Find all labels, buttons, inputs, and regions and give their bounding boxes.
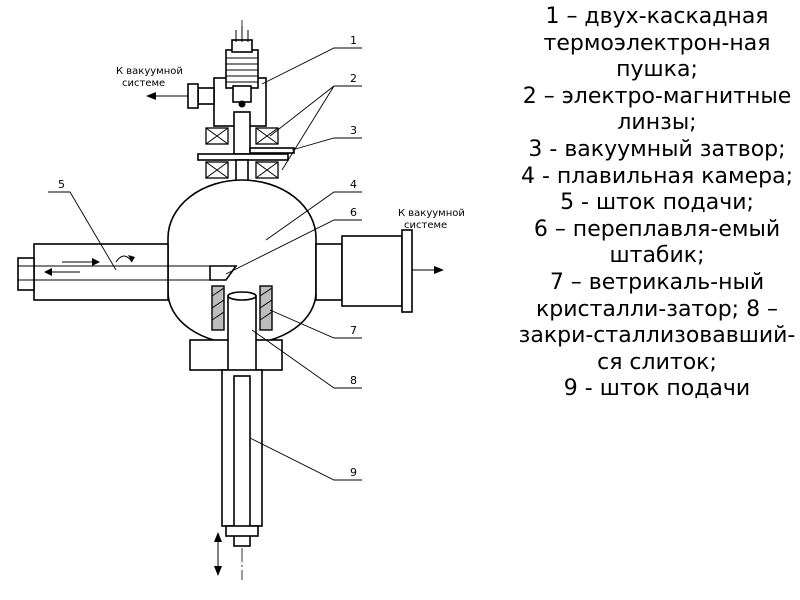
vacuum-connection-left: К вакуумной системе	[116, 66, 188, 100]
legend-item-2: 2 – электро-магнитные линзы;	[522, 83, 792, 136]
ingot-top	[227, 291, 257, 301]
chamber-right-arm-collar	[315, 243, 343, 301]
callout-8: 8	[350, 374, 357, 387]
leader-3	[291, 137, 362, 151]
legend-item-3: 3 - вакуумный затвор;	[528, 136, 786, 162]
electron-beam-melting-diagram: К вакуумной системе	[17, 20, 465, 580]
remelted-bar-tip	[209, 265, 238, 281]
lower-stem-flange	[225, 525, 259, 537]
vacuum-gate	[249, 147, 295, 154]
gun-pump-port	[197, 87, 215, 105]
leader-5	[48, 191, 117, 271]
ingot	[227, 291, 257, 377]
vacuum-label-right-line2: системе	[404, 220, 447, 231]
callout-1: 1	[350, 34, 357, 47]
leader-4	[265, 191, 362, 241]
leader-8	[251, 329, 362, 389]
vacuum-connection-right: К вакуумной системе	[398, 208, 465, 274]
callout-numbers: 1 2 3 4 5 6 7 8 9	[58, 34, 357, 479]
callout-5: 5	[58, 178, 65, 191]
withdrawal-rod	[233, 375, 251, 547]
crystallizer	[211, 285, 273, 331]
callout-2: 2	[350, 72, 357, 85]
lower-stem	[214, 369, 263, 576]
gun-neck	[233, 111, 251, 155]
legend-item-9: 9 - шток подачи	[563, 376, 751, 402]
leader-lines	[48, 47, 362, 481]
ingot-body	[227, 295, 257, 377]
callout-3: 3	[350, 124, 357, 137]
leader-7	[269, 309, 362, 339]
lens-plate	[197, 153, 289, 161]
leader-2	[269, 85, 362, 171]
callout-6: 6	[350, 206, 357, 219]
callout-9: 9	[350, 466, 357, 479]
vacuum-label-left-line1: К вакуумной	[116, 66, 183, 77]
legend-item-7-8: 7 – ветрикаль-ный кристалли-затор; 8 – з…	[518, 269, 796, 375]
legend-item-1: 1 – двух-каскадная термоэлектрон-ная пуш…	[543, 4, 771, 83]
callout-4: 4	[350, 178, 357, 191]
electron-gun	[187, 26, 267, 155]
chamber-right-flange	[401, 229, 413, 313]
vacuum-label-right-line1: К вакуумной	[398, 208, 465, 219]
leader-9	[249, 437, 362, 481]
feed-rod-guide	[17, 257, 35, 291]
legend-item-6: 6 – переплавля-емый штабик;	[533, 216, 781, 269]
leader-1	[261, 47, 362, 85]
gun-cathode	[232, 85, 252, 103]
leader-6	[225, 219, 362, 275]
chamber-right-arm	[341, 235, 403, 307]
gun-pump-flange	[187, 83, 199, 109]
feed-rod-assembly	[18, 255, 238, 281]
callout-7: 7	[350, 324, 357, 337]
component-legend: 1 – двух-каскадная термоэлектрон-ная пуш…	[516, 4, 798, 403]
electromagnetic-lenses	[197, 127, 289, 179]
vacuum-label-left-line2: системе	[122, 78, 165, 89]
legend-item-4-5: 4 - плавильная камера; 5 - шток подачи;	[521, 163, 793, 216]
